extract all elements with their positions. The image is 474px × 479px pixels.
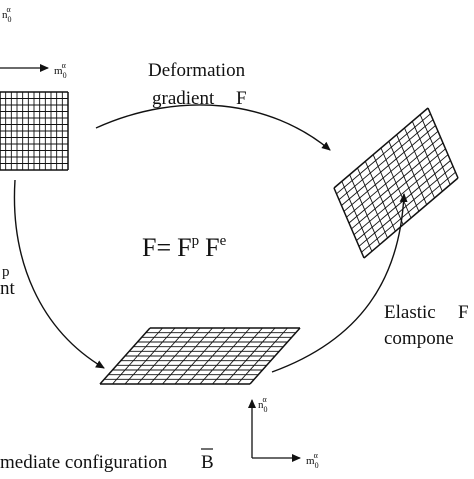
deformation-symbol: F — [236, 88, 247, 109]
gradient-label: gradient — [152, 88, 215, 109]
intermediate-n-axis-label: n0α — [258, 395, 268, 414]
grid-line — [358, 165, 454, 247]
elastic-component-arrow — [271, 193, 408, 373]
current-configuration-grid — [333, 107, 459, 259]
elastic-symbol: F — [458, 302, 469, 323]
intermediate-configuration-label: mediate configuration — [0, 452, 168, 473]
deformation-gradient-arrow — [95, 104, 331, 151]
plastic-component-arrow — [13, 179, 105, 369]
grid-line — [419, 114, 451, 185]
intermediate-m-axis-label: m0α — [306, 451, 319, 470]
deformation-label: Deformation — [148, 60, 246, 81]
grid-line — [237, 327, 288, 385]
plastic-label-superscript: p — [2, 264, 10, 280]
elastic-label: Elastic — [384, 302, 436, 323]
intermediate-configuration-symbol: B — [201, 448, 214, 473]
intermediate-configuration-grid — [99, 327, 301, 385]
grid-line — [348, 142, 444, 224]
svg-text:B: B — [201, 452, 214, 473]
reference-configuration-grid — [0, 91, 69, 171]
grid-line — [249, 327, 301, 385]
top-axis-label: n0α — [2, 5, 12, 24]
svg-text:n0α: n0α — [258, 395, 268, 414]
component-label: compone — [384, 328, 454, 349]
reference-axis-label: m0α — [54, 61, 67, 80]
svg-text:m0α: m0α — [54, 61, 67, 80]
grid-line — [361, 171, 456, 253]
plastic-label: nt — [0, 278, 16, 299]
svg-text:m0α: m0α — [306, 451, 319, 470]
svg-text:n0α: n0α — [2, 5, 12, 24]
grid-line — [363, 177, 459, 259]
grid-line — [427, 107, 459, 179]
